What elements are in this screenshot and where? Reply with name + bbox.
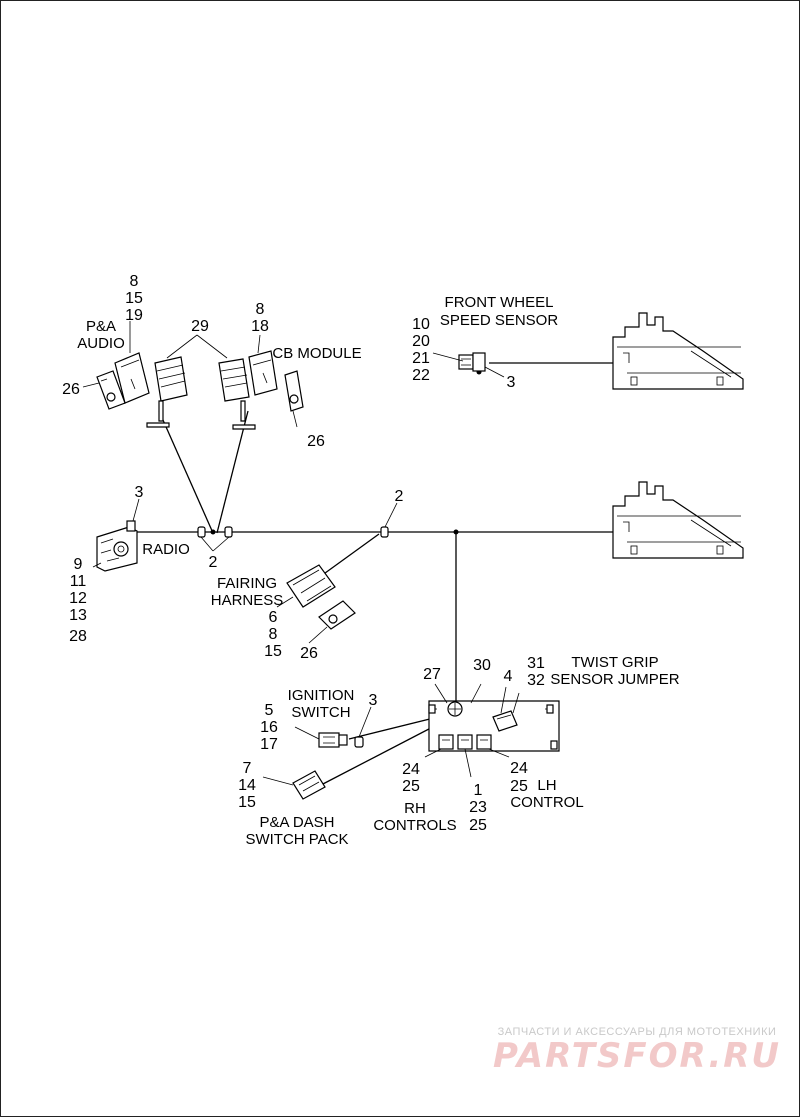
callout-number: 27 <box>423 666 441 683</box>
callout-number: 23 <box>469 799 487 816</box>
callout-number: 32 <box>527 672 545 689</box>
callout-number: 1 <box>474 782 483 799</box>
callout-number: 17 <box>260 736 278 753</box>
control-connectors <box>438 734 492 750</box>
fairing-bracket-upper <box>612 312 744 390</box>
front-wheel-label-line1: FRONT WHEEL <box>445 294 554 311</box>
pa-audio-label-line1: P&A <box>86 318 116 335</box>
callout-number: 14 <box>238 777 256 794</box>
branch-wire-cb-module <box>216 410 249 534</box>
fairing-harness-label-line2: HARNESS <box>211 592 284 609</box>
pa-audio-mount-clip <box>96 370 126 410</box>
callout-number: 2 <box>209 554 218 571</box>
cb-module-connector <box>248 350 278 396</box>
radio-unit <box>96 520 138 572</box>
callout-number: 20 <box>412 333 430 350</box>
callout-number: 25 <box>469 817 487 834</box>
dash-switch-label-line2: SWITCH PACK <box>245 831 348 848</box>
callout-number: 7 <box>243 760 252 777</box>
fairing-harness-connector <box>286 564 336 608</box>
callout-number: 26 <box>300 645 318 662</box>
callout-number: 19 <box>125 307 143 324</box>
lh-control-label-line2: CONTROL <box>510 794 583 811</box>
cb-module-mount-clip <box>284 370 304 412</box>
twist-grip-label-line2: SENSOR JUMPER <box>550 671 679 688</box>
callout-number: 3 <box>135 484 144 501</box>
splice-dot <box>210 529 216 535</box>
fairing-harness-mount-clip <box>318 600 356 630</box>
callout-number: 8 <box>256 301 265 318</box>
watermark-logo: PARTSFOR.RU <box>493 1036 781 1076</box>
leader-lines <box>82 321 520 786</box>
handlebar-junction-connector <box>447 701 463 717</box>
pa-dash-switch-pack-connector <box>292 770 326 800</box>
callout-number: 31 <box>527 655 545 672</box>
cb-module-label: CB MODULE <box>272 345 361 362</box>
watermark-tagline: ЗАПЧАСТИ И АКСЕССУАРЫ ДЛЯ МОТОТЕХНИКИ <box>498 1026 777 1038</box>
ignition-switch-label-line1: IGNITION <box>288 687 355 704</box>
callout-number: 15 <box>125 290 143 307</box>
watermark: ЗАПЧАСТИ И АКСЕССУАРЫ ДЛЯ МОТОТЕХНИКИ PA… <box>493 1026 781 1076</box>
callout-number: 24 <box>510 760 528 777</box>
ignition-switch-connector <box>318 732 348 748</box>
fairing-bracket-lower <box>612 481 744 559</box>
twist-grip-sensor-jumper-connector <box>492 710 518 732</box>
radio-label: RADIO <box>142 541 190 558</box>
callout-number: 29 <box>191 318 209 335</box>
callout-number: 15 <box>264 643 282 660</box>
callout-number: 6 <box>269 609 278 626</box>
callout-number: 21 <box>412 350 430 367</box>
callout-number: 26 <box>62 381 80 398</box>
fairing-harness-label-line1: FAIRING <box>217 575 277 592</box>
callout-number: 26 <box>307 433 325 450</box>
callout-number: 8 <box>130 273 139 290</box>
callout-number: 10 <box>412 316 430 333</box>
callout-number: 5 <box>265 702 274 719</box>
callout-number: 30 <box>473 657 491 674</box>
callout-number: 2 <box>395 488 404 505</box>
callout-number: 8 <box>269 626 278 643</box>
callout-number: 28 <box>69 628 87 645</box>
cb-harness-connector <box>218 358 256 430</box>
callout-number: 25 <box>402 778 420 795</box>
rh-controls-label-line1: RH <box>404 800 426 817</box>
callout-number: 12 <box>69 590 87 607</box>
pa-audio-label-line2: AUDIO <box>77 335 125 352</box>
callout-number: 3 <box>369 692 378 709</box>
callout-number: 16 <box>260 719 278 736</box>
lh-control-label-line1: LH <box>537 777 556 794</box>
splice-dot <box>453 529 459 535</box>
pa-audio-connector <box>114 352 150 404</box>
twist-grip-label-line1: TWIST GRIP <box>571 654 658 671</box>
callout-number: 3 <box>507 374 516 391</box>
dash-switch-label-line1: P&A DASH <box>259 814 334 831</box>
callout-number: 24 <box>402 761 420 778</box>
callout-number: 18 <box>251 318 269 335</box>
ignition-wire-clip <box>354 736 364 748</box>
callout-number: 22 <box>412 367 430 384</box>
ignition-switch-label-line2: SWITCH <box>291 704 350 721</box>
audio-harness-connector <box>146 356 188 428</box>
callout-number: 11 <box>70 573 87 590</box>
callout-number: 13 <box>69 607 87 624</box>
callout-number: 4 <box>504 668 513 685</box>
branch-wire-pa-audio <box>158 410 214 534</box>
callout-number: 15 <box>238 794 256 811</box>
splice-connector-right <box>380 526 389 538</box>
front-wheel-label-line2: SPEED SENSOR <box>440 312 559 329</box>
callout-number: 9 <box>74 556 83 573</box>
callout-number: 25 <box>510 778 528 795</box>
callout-numbers: 8 15 19 26 29 8 18 26 10 20 21 22 3 3 9 … <box>62 273 545 834</box>
front-wheel-speed-sensor <box>458 352 486 372</box>
component-labels: P&A AUDIO CB MODULE FRONT WHEEL SPEED SE… <box>77 294 680 848</box>
rh-controls-label-line2: CONTROLS <box>373 817 456 834</box>
